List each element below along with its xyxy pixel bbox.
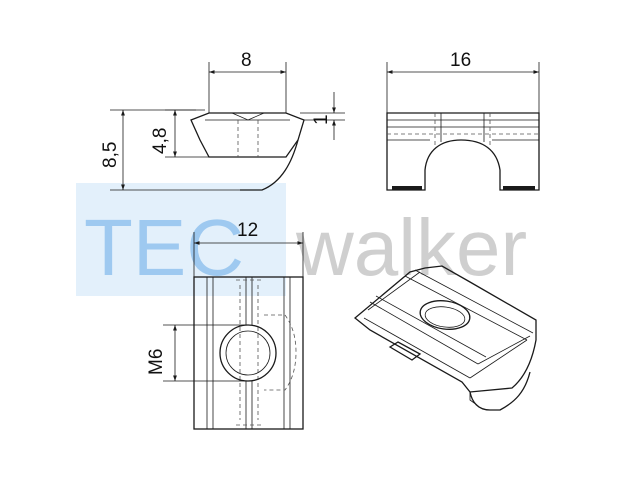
front-view-groove (231, 112, 265, 121)
watermark-part-a: TEC (84, 203, 244, 292)
isometric-view (353, 265, 537, 411)
dimension-mid-height: 4,8 (150, 109, 209, 158)
dimension-side-width: 16 (386, 50, 540, 113)
bottom-view-thread-hole-outer (219, 324, 277, 382)
dimension-lip-height: 1 (300, 92, 345, 140)
bottom-view (193, 276, 304, 430)
side-view-spring-right (503, 186, 535, 190)
dimension-total-height: 8,5 (100, 109, 245, 191)
dimension-thread-label: M6 (146, 349, 167, 375)
dimension-top-width-label: 8 (241, 50, 252, 71)
dimension-bottom-width-label: 12 (237, 220, 258, 241)
front-view (190, 112, 305, 191)
isometric-spring-tab (388, 341, 422, 361)
dimension-top-width: 8 (208, 50, 287, 113)
isometric-spring (469, 371, 531, 411)
bottom-view-outline (193, 276, 304, 430)
side-view (386, 112, 540, 191)
dimension-lip-height-label: 1 (311, 114, 332, 125)
watermark: TEC walker (76, 183, 527, 296)
side-view-outline (386, 112, 540, 191)
dimension-total-height-label: 8,5 (100, 142, 121, 168)
side-view-spring-left (392, 186, 422, 190)
isometric-thread-hole (419, 300, 471, 330)
bottom-view-thread-hole-inner (225, 330, 271, 376)
front-view-spring (240, 139, 299, 191)
dimension-side-width-label: 16 (450, 50, 471, 71)
dimension-thread: M6 (146, 324, 246, 382)
watermark-part-b: walker (295, 203, 527, 292)
isometric-outline (353, 265, 537, 393)
dimension-bottom-width: 12 (193, 220, 304, 277)
dimension-mid-height-label: 4,8 (150, 128, 171, 154)
